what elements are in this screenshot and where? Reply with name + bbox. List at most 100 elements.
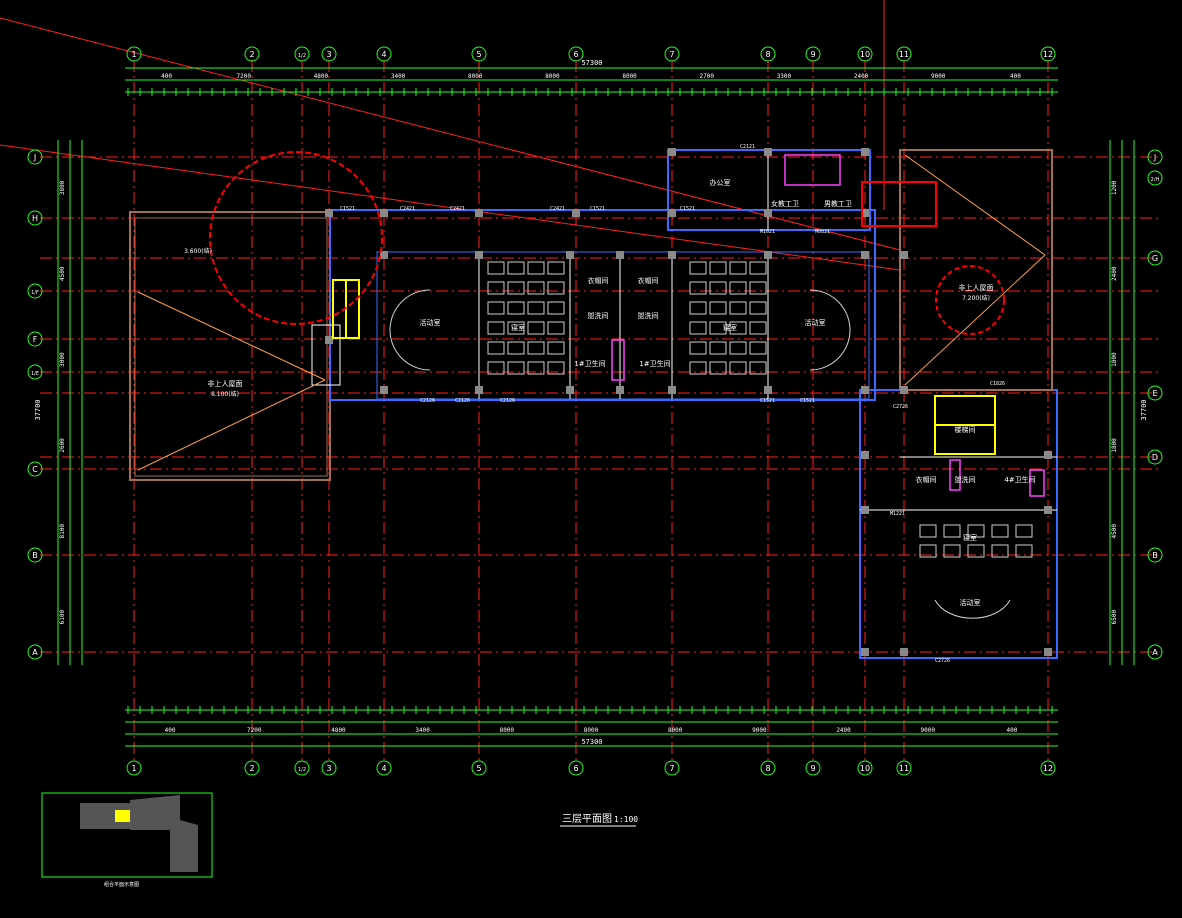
room-activity-2: 活动室 bbox=[805, 318, 826, 327]
column-23 bbox=[764, 386, 772, 394]
column-31 bbox=[1044, 648, 1052, 656]
column-30 bbox=[861, 648, 869, 656]
tag-17: C1826 bbox=[990, 381, 1005, 387]
svg-text:2: 2 bbox=[249, 50, 254, 59]
undefined-7: 2700 bbox=[700, 73, 715, 80]
column-20 bbox=[566, 386, 574, 394]
tag-3: C2421 bbox=[550, 206, 565, 212]
axis-bubble-left-3: F bbox=[27, 331, 43, 347]
structural-columns bbox=[325, 148, 1052, 656]
svg-text:12: 12 bbox=[1043, 764, 1053, 773]
drawing-scale-text: 1:100 bbox=[614, 815, 638, 824]
tag-8: M0821 bbox=[815, 229, 830, 235]
svg-text:4: 4 bbox=[381, 50, 386, 59]
svg-text:10: 10 bbox=[860, 764, 870, 773]
axis-bubble-top-7: 7 bbox=[664, 46, 680, 62]
axis-bubble-right-5: B bbox=[1147, 547, 1163, 563]
tag-0: C1521 bbox=[340, 206, 355, 212]
undefined-3: 3400 bbox=[415, 727, 430, 734]
partitions bbox=[478, 150, 1057, 511]
column-17 bbox=[900, 251, 908, 259]
svg-text:6: 6 bbox=[573, 50, 578, 59]
svg-text:12: 12 bbox=[1043, 50, 1053, 59]
room-male-wc: 男教工卫 bbox=[824, 199, 852, 208]
svg-text:B: B bbox=[32, 551, 38, 560]
undefined-8: 3300 bbox=[777, 73, 792, 80]
axis-bubble-right-6: A bbox=[1147, 644, 1163, 660]
dimLeft-1: 4500 bbox=[59, 266, 66, 281]
tag-7: M1021 bbox=[760, 229, 775, 235]
dimLeft-3: 2600 bbox=[59, 438, 66, 453]
svg-text:G: G bbox=[1152, 254, 1158, 263]
undefined-6: 8000 bbox=[622, 73, 637, 80]
dimRight-5: 6500 bbox=[1111, 609, 1118, 624]
room-wash-3: 盥洗间 bbox=[955, 475, 976, 484]
axis-bubble-top-3: 3 bbox=[321, 46, 337, 62]
undefined-5: 8000 bbox=[545, 73, 560, 80]
svg-text:7: 7 bbox=[669, 764, 674, 773]
roof-slope-lines bbox=[137, 154, 1046, 471]
room-cloak-3: 衣帽间 bbox=[916, 475, 937, 484]
svg-text:H: H bbox=[32, 214, 38, 223]
dimRight-4: 4500 bbox=[1111, 524, 1118, 539]
tag-10: C2126 bbox=[455, 398, 470, 404]
total-width-bottom: 57300 bbox=[581, 738, 602, 746]
total-width-top: 57300 bbox=[581, 59, 602, 67]
svg-text:11: 11 bbox=[899, 50, 909, 59]
undefined-6: 8000 bbox=[668, 727, 683, 734]
key-plan bbox=[41, 792, 213, 878]
room-wash-2: 盥洗间 bbox=[638, 311, 659, 320]
axis-bubble-bottom-11: 11 bbox=[896, 760, 912, 776]
axis-bubble-bottom-2: 1/2 bbox=[294, 760, 310, 776]
elev-roof-left: 8.100(结) bbox=[211, 390, 239, 398]
axis-bubble-bottom-3: 3 bbox=[321, 760, 337, 776]
svg-text:E: E bbox=[1152, 389, 1157, 398]
room-toilet-3: 4#卫生间 bbox=[1004, 475, 1035, 484]
column-28 bbox=[861, 506, 869, 514]
axis-bubble-top-9: 9 bbox=[805, 46, 821, 62]
svg-text:5: 5 bbox=[476, 764, 481, 773]
room-stair-hall: 楼梯间 bbox=[955, 425, 976, 434]
column-7 bbox=[668, 148, 676, 156]
column-3 bbox=[572, 209, 580, 217]
svg-text:F: F bbox=[33, 335, 38, 344]
column-8 bbox=[764, 148, 772, 156]
undefined-5: 8000 bbox=[584, 727, 599, 734]
building-walls bbox=[129, 149, 1058, 659]
column-12 bbox=[566, 251, 574, 259]
svg-text:3: 3 bbox=[326, 764, 331, 773]
drawing-title-text: 三层平面图 bbox=[562, 813, 612, 825]
undefined-0: 400 bbox=[161, 73, 172, 80]
tag-4: C1521 bbox=[590, 206, 605, 212]
total-height-left: 37700 bbox=[34, 399, 42, 420]
column-15 bbox=[764, 251, 772, 259]
undefined-4: 8000 bbox=[500, 727, 515, 734]
column-32 bbox=[900, 648, 908, 656]
elev-left: 3.600(结) bbox=[184, 247, 212, 255]
undefined-0: 400 bbox=[165, 727, 176, 734]
tag-12: C1521 bbox=[760, 398, 775, 404]
tag-16: M1221 bbox=[890, 511, 905, 517]
tag-9: C2126 bbox=[420, 398, 435, 404]
dimRight-2: 1800 bbox=[1111, 352, 1118, 367]
tag-15: C2726 bbox=[935, 658, 950, 664]
tag-1: C2421 bbox=[400, 206, 415, 212]
undefined-3: 3400 bbox=[391, 73, 406, 80]
column-11 bbox=[475, 251, 483, 259]
axis-bubble-top-11: 11 bbox=[896, 46, 912, 62]
room-bedroom-1: 寝室 bbox=[511, 323, 525, 332]
column-29 bbox=[1044, 506, 1052, 514]
column-1 bbox=[380, 209, 388, 217]
elev-roof-right: 7.200(结) bbox=[962, 294, 990, 302]
column-26 bbox=[861, 451, 869, 459]
dimRight-3: 1800 bbox=[1111, 438, 1118, 453]
axis-bubble-top-10: 10 bbox=[857, 46, 873, 62]
svg-text:7: 7 bbox=[669, 50, 674, 59]
column-0 bbox=[325, 209, 333, 217]
dimLeft-0: 3800 bbox=[59, 180, 66, 195]
